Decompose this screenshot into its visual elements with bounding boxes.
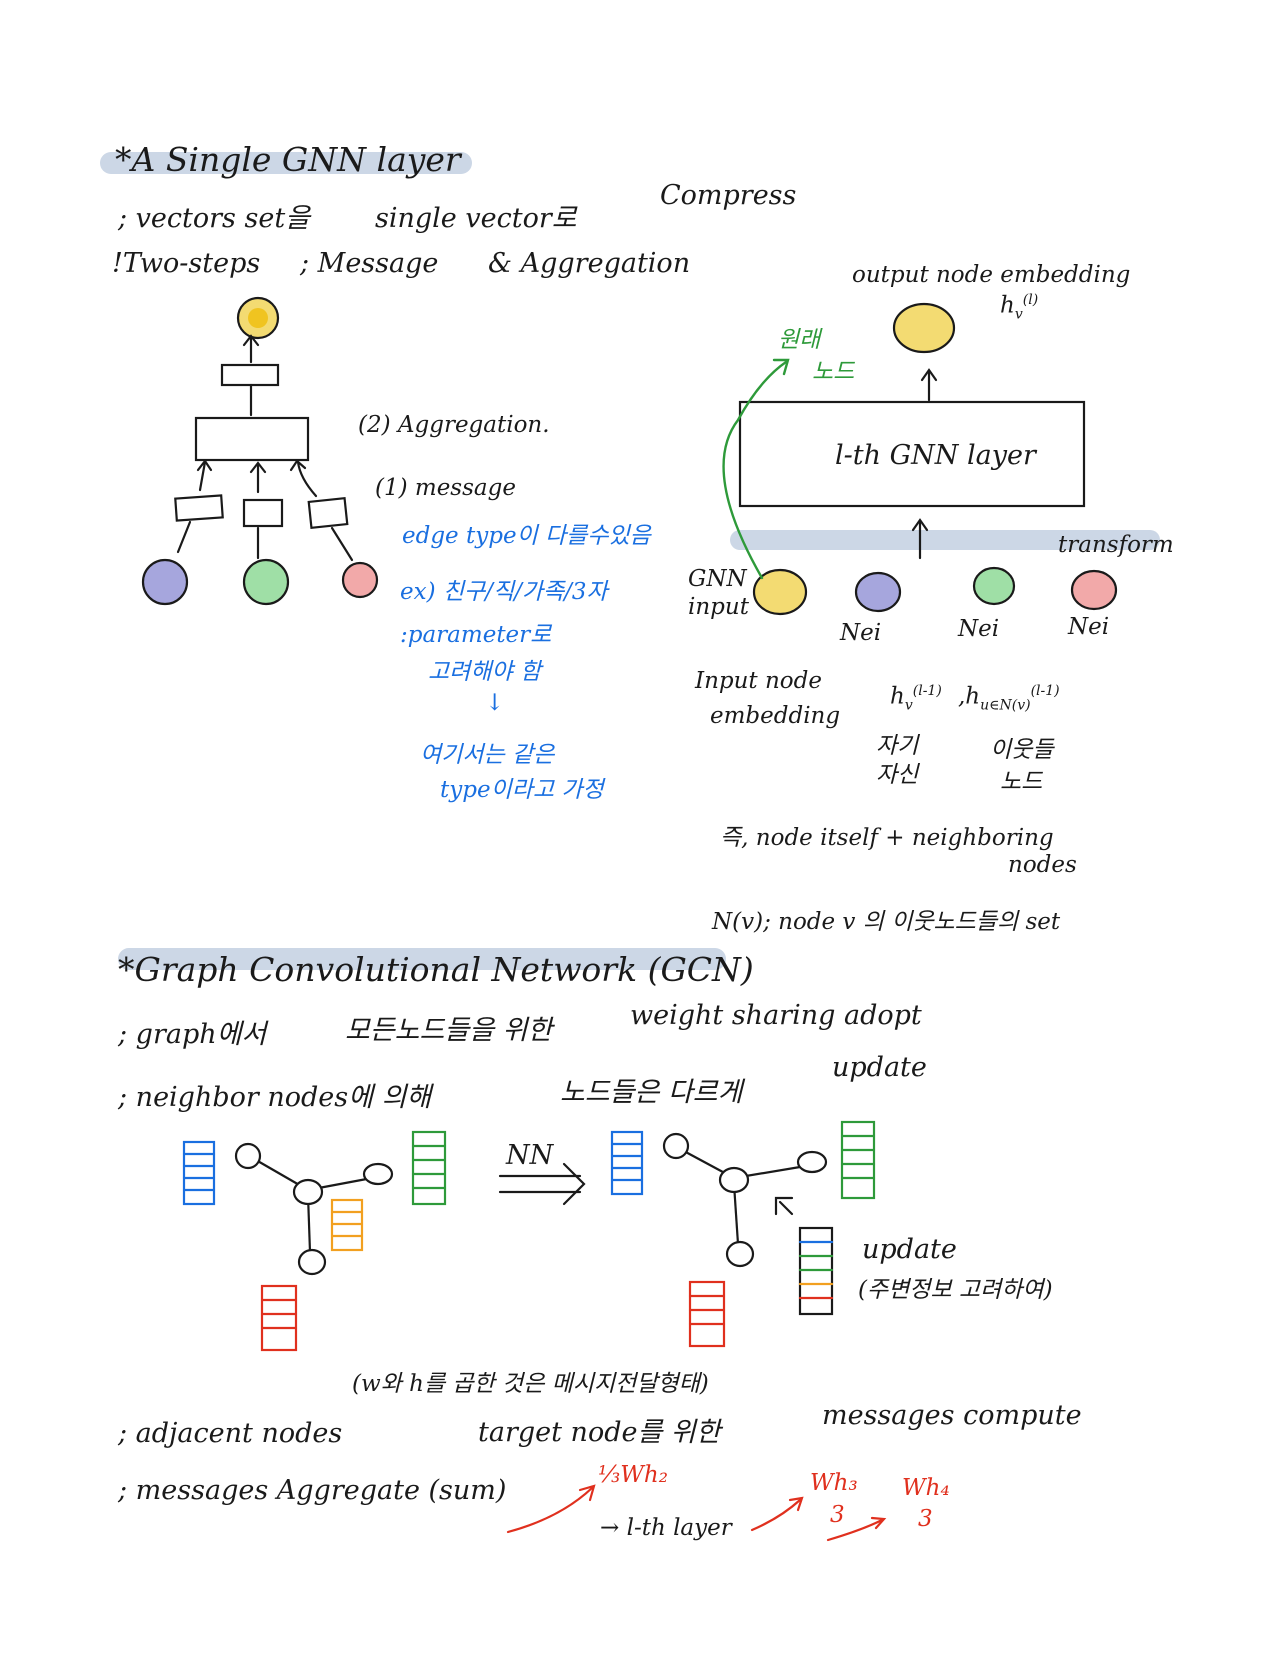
nn-arrow-head: [564, 1164, 584, 1204]
msg-link-1: [178, 522, 190, 552]
message-box-2: [244, 500, 282, 526]
neighbor-node-purple: [143, 560, 187, 604]
target-node-core: [248, 308, 268, 328]
output-node: [894, 304, 954, 352]
feature-green-right: [842, 1122, 874, 1198]
graph-node-right-d: [727, 1242, 753, 1266]
feature-red-left: [262, 1286, 296, 1350]
graph-node-left-a: [236, 1144, 260, 1168]
small-box-top: [222, 365, 278, 385]
graph-node-left-d: [299, 1250, 325, 1274]
graph-node-right-center: [720, 1168, 748, 1192]
feature-blue-left: [184, 1142, 214, 1204]
graph-node-left-center: [294, 1180, 322, 1204]
message-box-3: [309, 498, 348, 528]
red-arrow-3: [828, 1520, 882, 1540]
graph-node-right-c: [798, 1152, 826, 1172]
nei-node-green: [974, 568, 1014, 604]
graph-node-left-c: [364, 1164, 392, 1184]
gnn-layer-box: [740, 402, 1084, 506]
red-arrow-2: [752, 1500, 800, 1530]
neighbor-node-green: [244, 560, 288, 604]
aggregation-box: [196, 418, 308, 460]
msg-link-3: [332, 528, 352, 560]
nei-node-pink: [1072, 571, 1116, 609]
message-box-1: [175, 495, 222, 520]
graph-node-right-a: [664, 1134, 688, 1158]
feature-green-left: [413, 1132, 445, 1204]
update-arrow: [780, 1202, 792, 1214]
feature-red-right: [690, 1282, 724, 1346]
feature-blue-right: [612, 1132, 642, 1194]
red-arrow-1: [508, 1488, 592, 1532]
neighbor-node-pink: [343, 563, 377, 597]
msg-arrow-3: [298, 462, 316, 496]
nei-node-purple: [856, 573, 900, 611]
green-curve-arrow: [724, 362, 786, 578]
